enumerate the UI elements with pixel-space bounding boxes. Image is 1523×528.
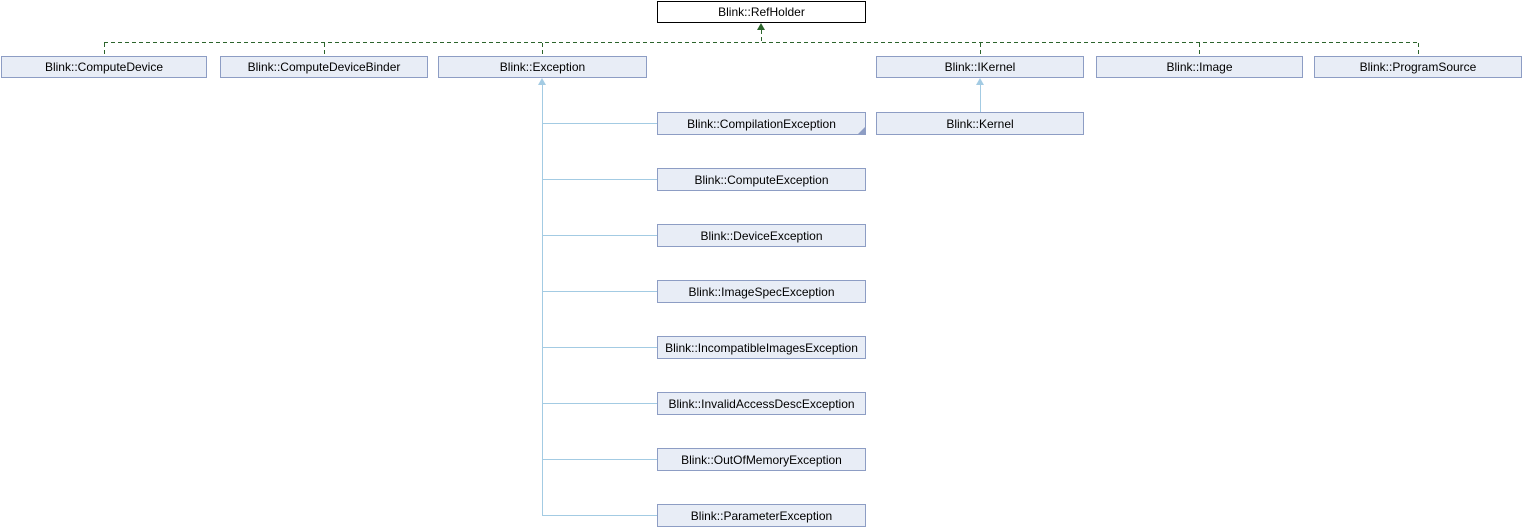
class-box-computedevicebinder[interactable]: Blink::ComputeDeviceBinder (220, 56, 428, 78)
inheritance-line-branch-incompatibleimagesexception (542, 347, 657, 348)
class-label: Blink::IncompatibleImagesException (665, 340, 858, 355)
inheritance-line-branch-parameterexception (542, 515, 657, 516)
class-label: Blink::ParameterException (690, 508, 833, 523)
inheritance-line-kernel-stem (980, 85, 981, 112)
class-label: Blink::Kernel (946, 116, 1014, 131)
class-box-outofmemoryexception[interactable]: Blink::OutOfMemoryException (657, 448, 866, 471)
inheritance-line-branch-computeexception (542, 179, 657, 180)
class-label: Blink::ComputeDeviceBinder (247, 60, 401, 74)
inheritance-line-branch-compilationexception (542, 123, 657, 124)
class-box-deviceexception[interactable]: Blink::DeviceException (657, 224, 866, 247)
class-label: Blink::DeviceException (700, 228, 823, 243)
inheritance-line-branch-deviceexception (542, 235, 657, 236)
class-box-ikernel[interactable]: Blink::IKernel (876, 56, 1084, 78)
class-box-image[interactable]: Blink::Image (1096, 56, 1303, 78)
inheritance-arrowhead-refholder (757, 23, 765, 30)
inheritance-arrowhead-ikernel (976, 78, 984, 85)
class-label: Blink::ImageSpecException (688, 284, 835, 299)
class-label: Blink::ProgramSource (1359, 60, 1477, 74)
class-box-exception[interactable]: Blink::Exception (438, 56, 647, 78)
class-label: Blink::ComputeDevice (44, 60, 164, 74)
class-box-computedevice[interactable]: Blink::ComputeDevice (1, 56, 207, 78)
inheritance-line-refholder-stem (761, 30, 762, 42)
class-label: Blink::ComputeException (694, 172, 829, 187)
class-box-incompatibleimagesexception[interactable]: Blink::IncompatibleImagesException (657, 336, 866, 359)
inheritance-line-stub-ikernel (980, 43, 981, 56)
class-box-compilationexception[interactable]: Blink::CompilationException (657, 112, 866, 135)
class-box-computeexception[interactable]: Blink::ComputeException (657, 168, 866, 191)
inheritance-line-branch-invalidaccessdescexception (542, 403, 657, 404)
inheritance-line-stub-computedevice (104, 43, 105, 56)
class-label: Blink::RefHolder (718, 5, 805, 19)
class-box-imagespecexception[interactable]: Blink::ImageSpecException (657, 280, 866, 303)
class-label: Blink::Exception (499, 60, 586, 74)
class-box-programsource[interactable]: Blink::ProgramSource (1314, 56, 1522, 78)
inheritance-line-stub-computedevicebinder (324, 43, 325, 56)
inheritance-line-stub-programsource (1418, 43, 1419, 56)
class-label: Blink::IKernel (944, 60, 1016, 74)
subclasses-fold-indicator (857, 126, 866, 135)
class-label: Blink::InvalidAccessDescException (668, 396, 855, 411)
class-box-parameterexception[interactable]: Blink::ParameterException (657, 504, 866, 527)
class-box-invalidaccessdescexception[interactable]: Blink::InvalidAccessDescException (657, 392, 866, 415)
class-label: Blink::Image (1166, 60, 1233, 74)
class-box-refholder[interactable]: Blink::RefHolder (657, 1, 866, 23)
class-label: Blink::OutOfMemoryException (681, 452, 842, 467)
class-box-kernel[interactable]: Blink::Kernel (876, 112, 1084, 135)
inheritance-arrowhead-exception (538, 78, 546, 85)
inheritance-line-stub-exception (542, 43, 543, 56)
class-label: Blink::CompilationException (687, 116, 836, 131)
inheritance-line-branch-outofmemoryexception (542, 459, 657, 460)
inheritance-line-branch-imagespecexception (542, 291, 657, 292)
inheritance-line-stub-image (1199, 43, 1200, 56)
inheritance-line-exception-trunk (542, 85, 543, 515)
inheritance-line-bus (104, 42, 1418, 43)
